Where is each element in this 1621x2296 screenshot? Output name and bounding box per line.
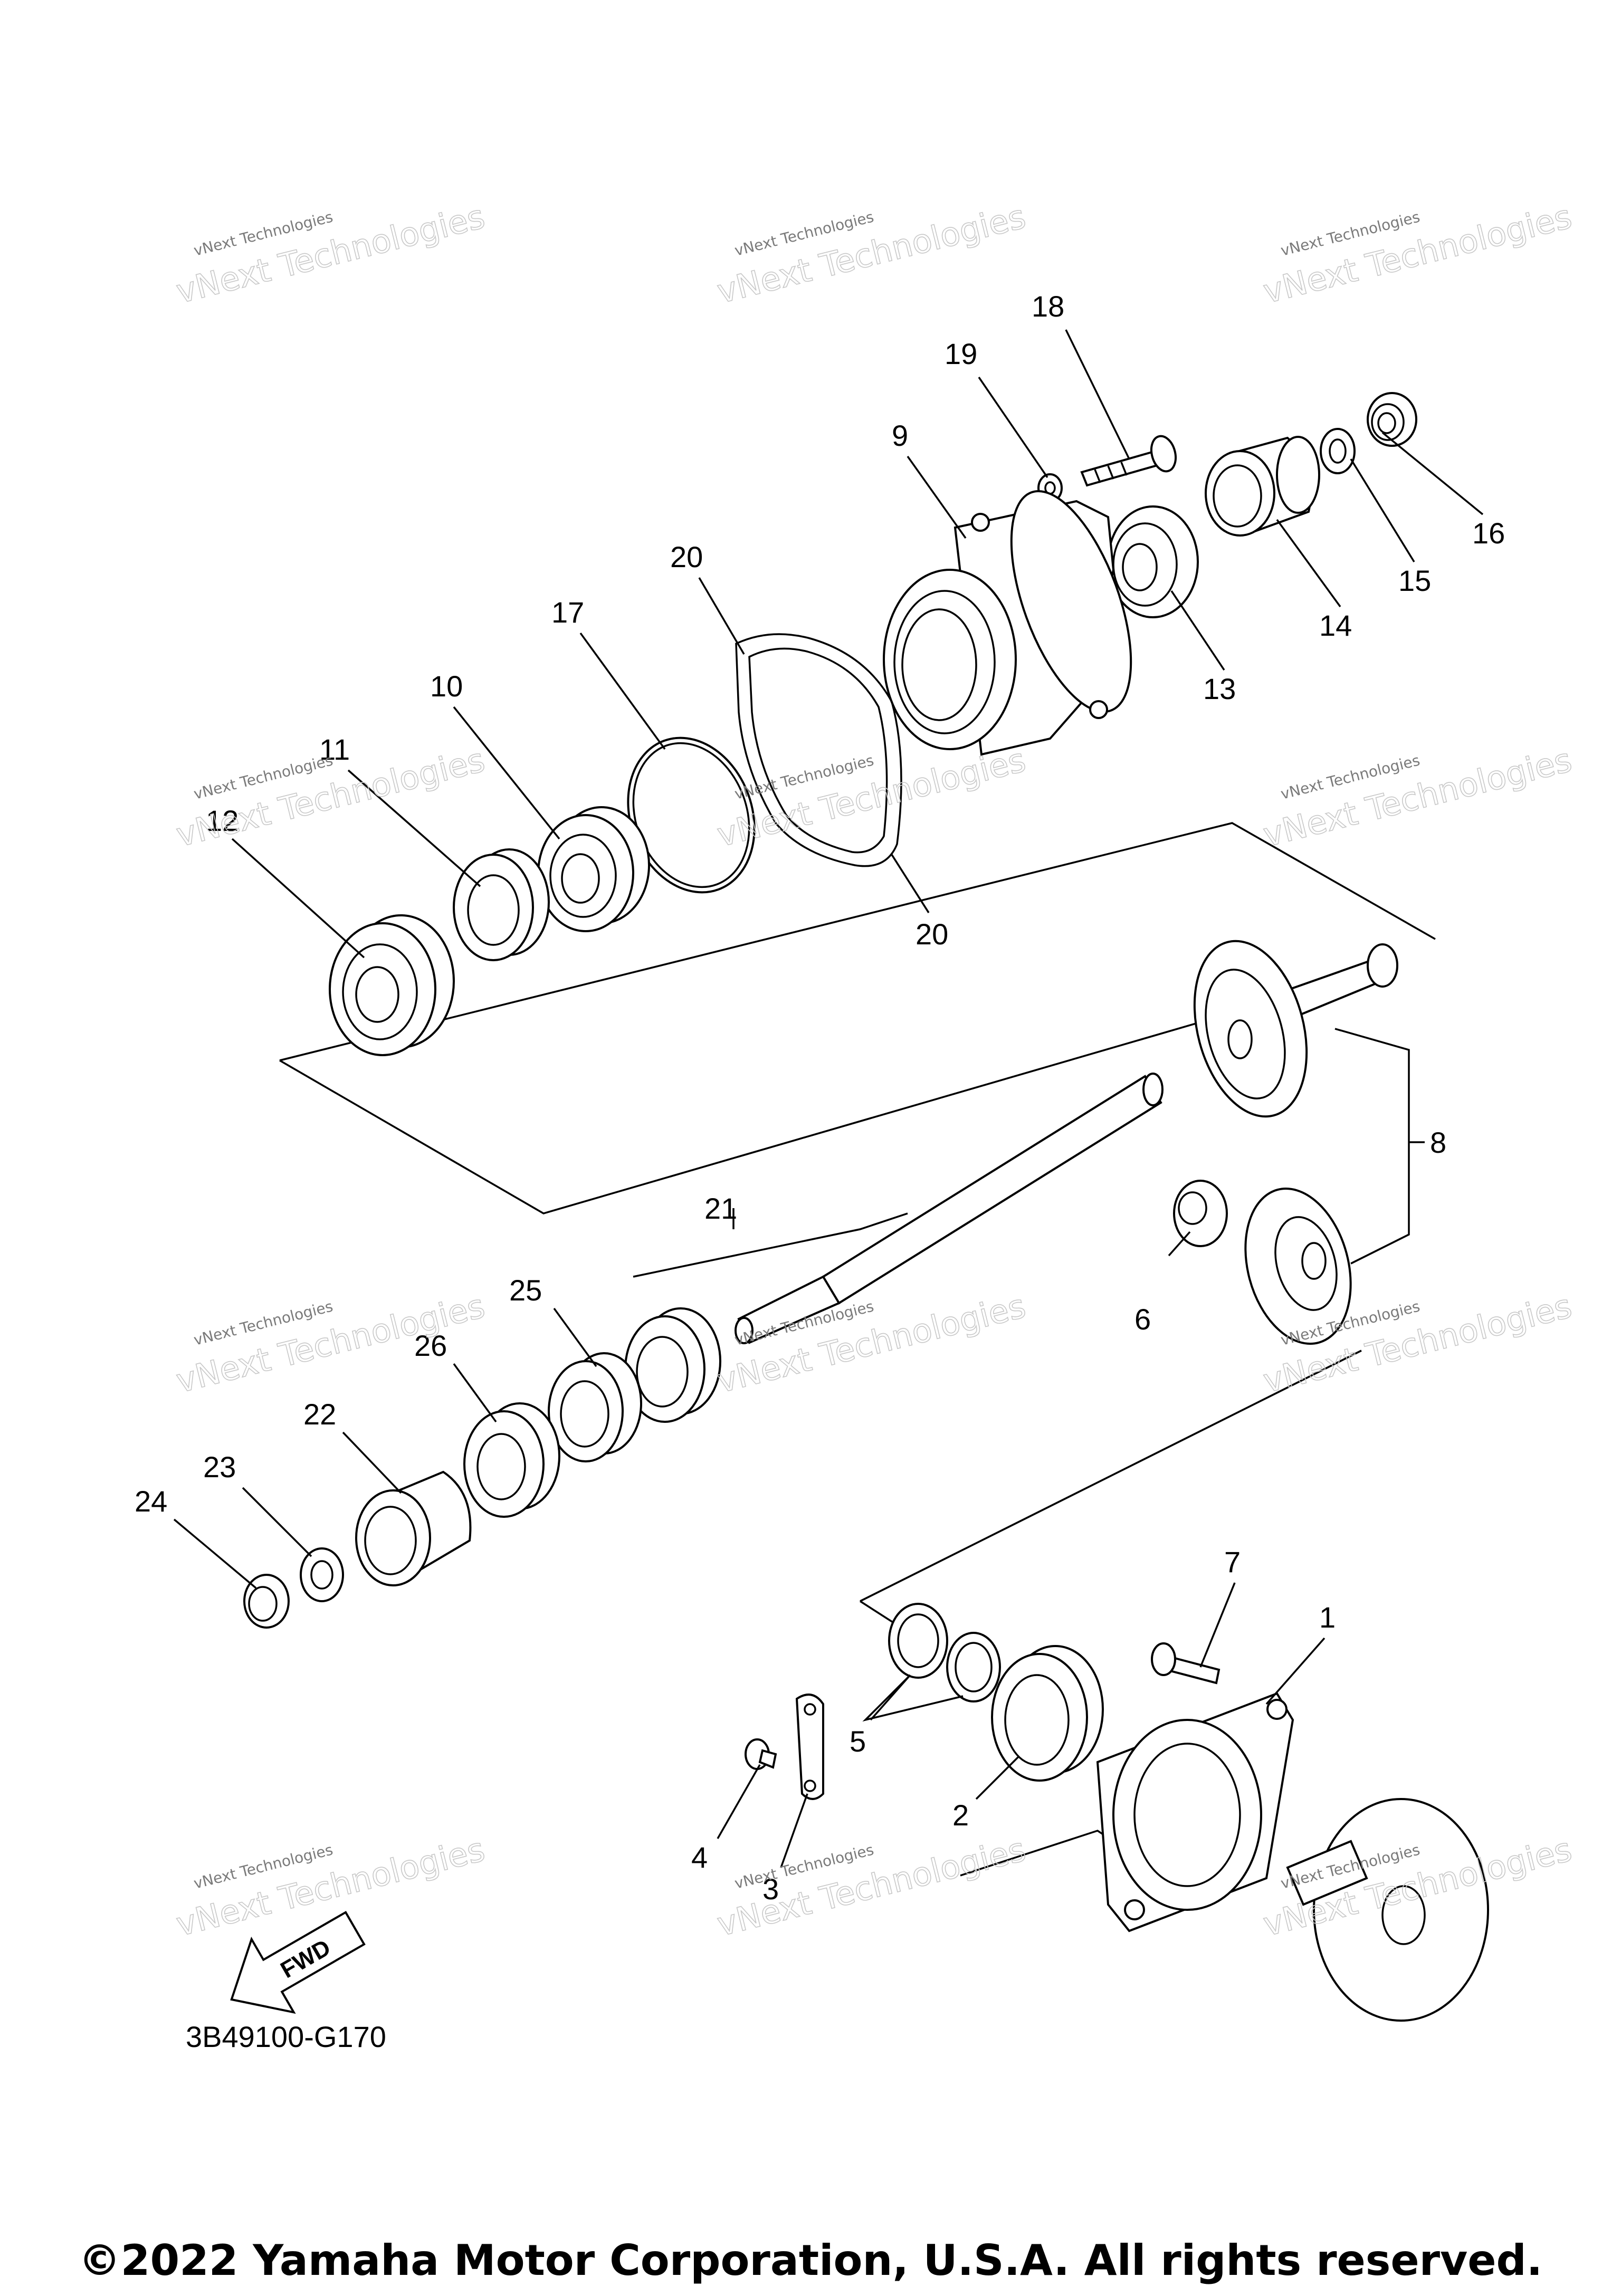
part-7-bolt [1151,1642,1220,1685]
callout-16: 16 [1472,516,1505,550]
watermark: vNext Technologies vNext Technologies [713,1830,1030,1944]
part-14-bushing [1205,436,1320,537]
copyright-notice: ©2022 Yamaha Motor Corporation, U.S.A. A… [79,2236,1542,2285]
part-15-washer [1320,428,1356,474]
callout-1: 1 [1319,1601,1336,1634]
callout-15: 15 [1398,564,1431,597]
callout-11: 11 [319,733,350,766]
callout-9: 9 [892,419,908,452]
watermarks: vNext Technologies vNext Technologies vN… [172,197,1576,1944]
callout-24: 24 [135,1485,167,1518]
part-8-bevel-gear-upper [1193,940,1398,1118]
callout-23: 23 [203,1450,236,1484]
part-gear-wheel [1286,1798,1489,2022]
part-4-screw [745,1738,777,1770]
part-12-bearing [329,914,455,1056]
callout-20b: 20 [916,917,948,951]
callout-17: 17 [551,596,584,629]
callout-14: 14 [1319,609,1352,642]
callout-3: 3 [762,1872,779,1906]
callout-20a: 20 [670,540,703,573]
callout-4: 4 [691,1841,708,1874]
part-2-bearing [991,1645,1104,1782]
part-10-bearing [537,806,650,932]
callout-5: 5 [850,1725,866,1758]
part-25-collar [548,1352,642,1462]
part-9-housing [883,490,1132,756]
callout-numbers: 18 19 9 16 15 14 13 20 17 10 11 12 20 8 … [135,290,1505,1906]
callout-25: 25 [509,1274,542,1307]
watermark: vNext Technologies vNext Technologies [1259,197,1576,311]
watermark: vNext Technologies vNext Technologies [172,740,489,855]
part-20-gasket [735,633,902,867]
watermark: vNext Technologies vNext Technologies [172,197,489,311]
part-6-nut [1173,1180,1228,1247]
part-16-nut [1367,392,1417,447]
callout-7: 7 [1224,1545,1241,1578]
callout-21: 21 [704,1192,737,1225]
part-18-bolt [1080,435,1177,487]
callout-18: 18 [1032,290,1064,323]
watermark: vNext Technologies vNext Technologies [713,1286,1030,1401]
part-22-bushing [355,1470,472,1586]
part-5-shims [888,1603,1001,1702]
part-3-plate [795,1694,824,1800]
watermark: vNext Technologies vNext Technologies [713,197,1030,311]
part-11-collar [453,848,550,961]
watermark: vNext Technologies vNext Technologies [1259,740,1576,855]
callout-19: 19 [945,337,977,370]
callout-22: 22 [303,1398,336,1431]
part-1-case [1096,1692,1294,1933]
part-25-bearing [624,1307,721,1423]
group-outline-lines [279,822,1436,1877]
callout-13: 13 [1203,672,1236,705]
callout-12: 12 [206,804,239,837]
diagram-code: 3B49100-G170 [186,2020,386,2053]
leader-lines [173,329,1484,1868]
part-26-seal [463,1402,560,1518]
callout-6: 6 [1134,1303,1151,1336]
part-23-washer [300,1547,344,1602]
callout-2: 2 [952,1798,969,1832]
callout-10: 10 [430,669,463,703]
part-8-bevel-gear-lower [1244,1188,1352,1345]
callout-26: 26 [414,1329,447,1362]
part-21-shaft [735,1073,1164,1344]
callout-8: 8 [1430,1126,1446,1159]
part-13-bearing [1107,505,1199,618]
